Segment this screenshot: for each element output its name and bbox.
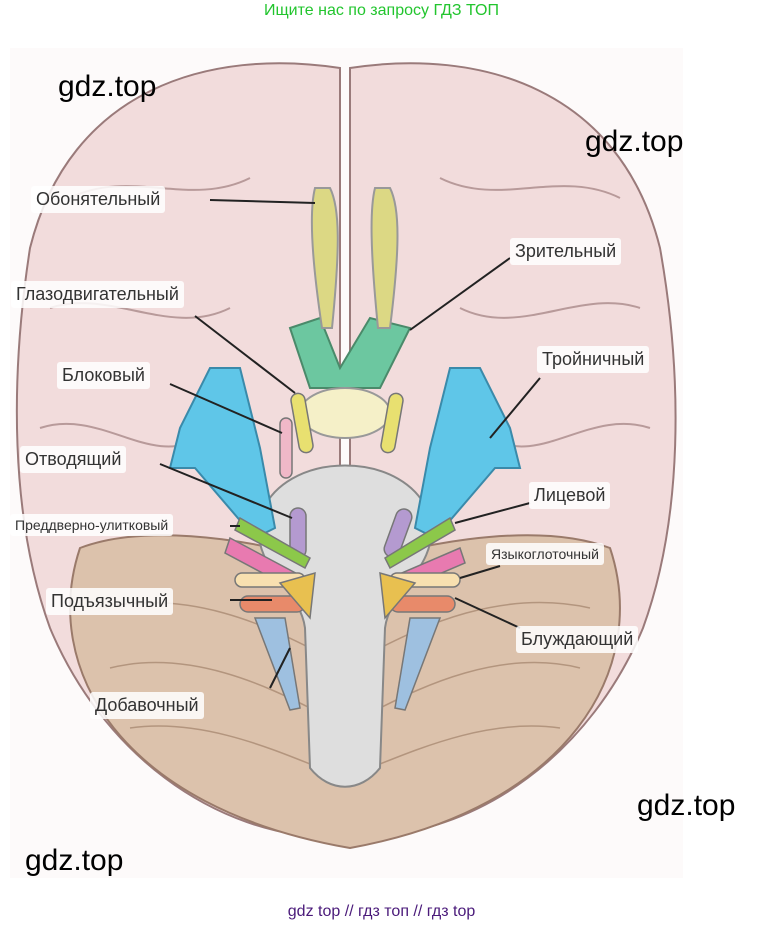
watermark: gdz.top	[637, 789, 736, 822]
olfactory-bulb-right	[370, 187, 399, 329]
olfactory-bulb-left	[310, 187, 339, 329]
hypoglossal-right	[379, 571, 417, 620]
footer-links[interactable]: gdz top // гдз топ // гдз top	[287, 903, 476, 920]
watermark: gdz.top	[58, 70, 157, 103]
accessory-right	[394, 617, 442, 711]
label-abducens: Отводящий	[20, 446, 127, 473]
label-trochlear: Блоковый	[57, 362, 150, 389]
label-optic: Зрительный	[510, 238, 622, 265]
watermark: gdz.top	[25, 844, 124, 877]
accessory-left	[253, 617, 301, 711]
watermark: gdz.top	[585, 125, 684, 158]
label-vagus: Блуждающий	[516, 626, 639, 653]
hypoglossal-left	[278, 571, 316, 620]
label-glossopharyngeal: Языкоглоточный	[486, 543, 604, 565]
facial-right	[384, 516, 456, 570]
label-hypoglossal: Подъязычный	[46, 588, 174, 615]
label-accessory: Добавочный	[90, 692, 204, 719]
label-oculomotor: Глазодвигательный	[11, 281, 184, 308]
oculomotor-right	[380, 392, 404, 454]
brain-cranial-nerves-diagram	[10, 48, 683, 878]
trochlear-left	[279, 417, 293, 479]
search-hint: Ищите нас по запросу ГДЗ ТОП	[264, 2, 499, 19]
label-facial: Лицевой	[529, 482, 611, 509]
label-vestibulocochlear: Преддверно-улитковый	[10, 514, 174, 536]
oculomotor-left	[290, 392, 314, 454]
label-olfactory: Обонятельный	[31, 186, 166, 213]
label-trigeminal: Тройничный	[537, 346, 650, 373]
